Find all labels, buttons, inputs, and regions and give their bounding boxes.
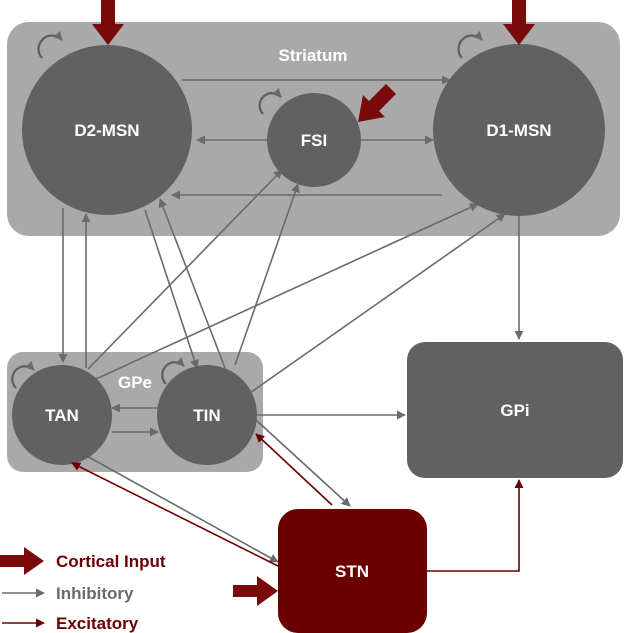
self-loop-tan: [11, 361, 35, 389]
inhibitory-connections: [58, 75, 524, 563]
arrow-tin-to-stn: [255, 419, 351, 507]
striatum-label: Striatum: [279, 46, 348, 65]
cortical-inputs: [92, 0, 535, 606]
legend: Cortical Input Inhibitory Excitatory: [0, 547, 166, 633]
arrow-stn-to-tin: [255, 433, 333, 506]
tin-label: TIN: [193, 406, 220, 425]
arrow-d2-to-tin: [144, 209, 199, 369]
d1-msn-label: D1-MSN: [486, 121, 551, 140]
fsi-label: FSI: [301, 131, 327, 150]
legend-inhibitory-text: Inhibitory: [56, 584, 134, 603]
tin-node: [157, 365, 257, 465]
arrow-tan-to-d1: [95, 203, 479, 380]
gpe-label: GPe: [118, 373, 152, 392]
legend-cortical-text: Cortical Input: [56, 552, 166, 571]
self-loop-tin: [161, 357, 185, 385]
legend-excitatory-text: Excitatory: [56, 614, 139, 633]
fsi-node: [267, 93, 361, 187]
self-loop-d2: [37, 30, 63, 59]
self-loop-d1: [457, 30, 483, 59]
d2-msn-node: [22, 45, 192, 215]
gpi-node: [407, 342, 623, 478]
arrow-tin-to-d2: [158, 198, 226, 369]
excitatory-connections: [71, 433, 524, 572]
stn-node: [278, 509, 427, 633]
cortical-input-d1-arrow: [503, 0, 535, 45]
cortical-input-stn-arrow: [233, 576, 278, 606]
tan-node: [12, 365, 112, 465]
gpi-label: GPi: [500, 401, 529, 420]
legend-cortical-arrow: [0, 547, 44, 575]
arrow-stn-to-tan: [71, 462, 283, 569]
cortical-input-fsi-arrow: [358, 84, 396, 122]
tan-label: TAN: [45, 406, 79, 425]
arrow-tin-to-d1: [246, 213, 506, 396]
d1-msn-node: [433, 44, 605, 216]
self-loop-fsi: [258, 88, 282, 115]
stn-label: STN: [335, 562, 369, 581]
arrow-stn-to-gpi: [427, 479, 524, 572]
self-loops: [11, 30, 483, 389]
arrow-tin-to-fsi: [234, 183, 300, 366]
cortical-input-d2-arrow: [92, 0, 124, 45]
arrow-tan-to-fsi: [87, 169, 283, 370]
d2-msn-label: D2-MSN: [74, 121, 139, 140]
arrow-tan-to-stn: [84, 454, 279, 563]
